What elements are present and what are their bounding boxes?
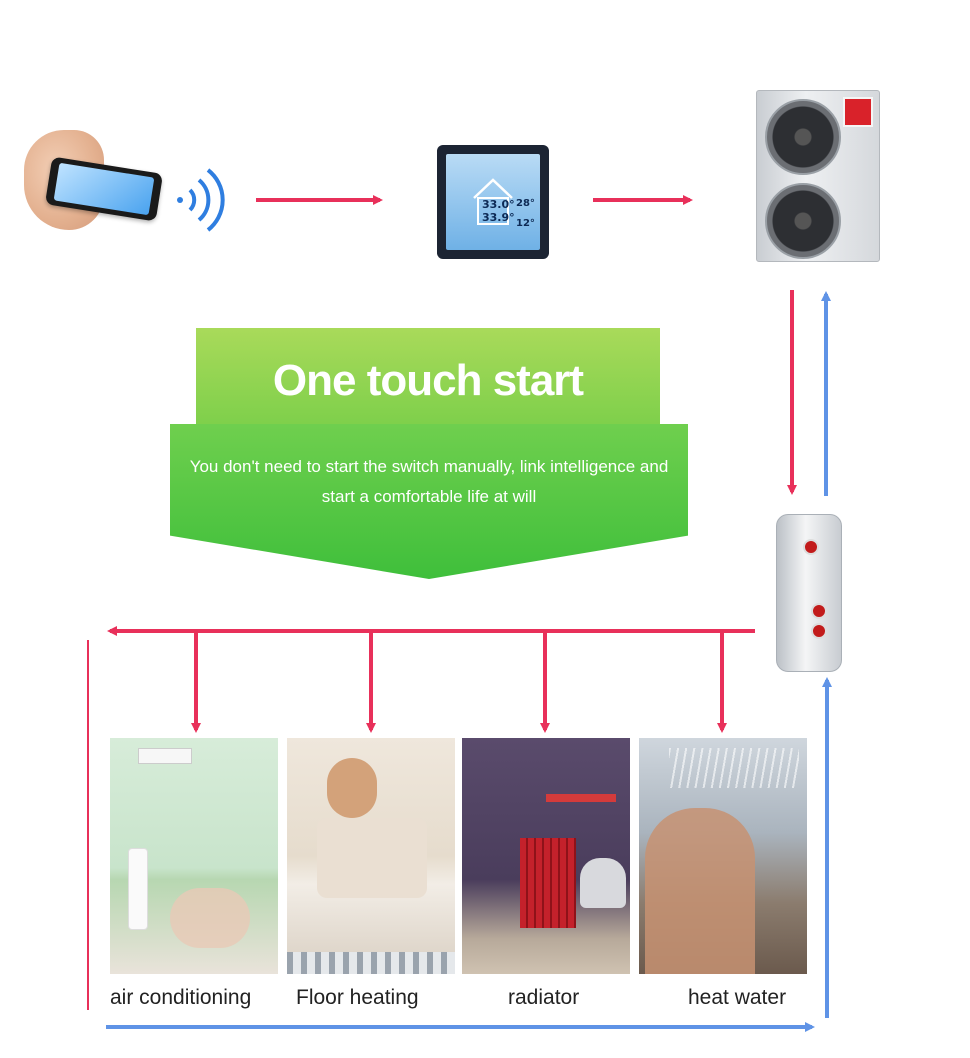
- banner-title: One touch start: [272, 356, 584, 405]
- thermostat-reading-3: 28°: [516, 198, 535, 209]
- thermostat-reading-4: 12°: [516, 218, 535, 229]
- label-heat-water: heat water: [688, 986, 787, 1009]
- water-tank: [776, 514, 842, 672]
- label-floor-heating: Floor heating: [296, 986, 419, 1009]
- house-icon: [473, 178, 513, 225]
- label-air-conditioning: air conditioning: [110, 986, 252, 1009]
- banner-header: [196, 328, 660, 430]
- wifi-icon: [188, 168, 225, 232]
- banner-line-1: You don't need to start the switch manua…: [189, 457, 669, 476]
- banner-line-2: start a comfortable life at will: [321, 487, 537, 506]
- heat-pump-unit: [756, 90, 880, 262]
- thermostat-reading-1: 33.0°: [482, 198, 515, 211]
- tank-valve-icon: [811, 623, 827, 639]
- label-radiator: radiator: [508, 986, 580, 1009]
- radiator-photo: [462, 738, 630, 974]
- fan-icon: [765, 99, 841, 175]
- floor-heating-photo: [287, 738, 455, 974]
- air-conditioning-photo: [110, 738, 278, 974]
- thermostat-reading-2: 33.9°: [482, 211, 515, 224]
- brand-logo: [843, 97, 873, 127]
- phone-screen: [53, 162, 155, 216]
- thermostat-screen: 33.0° 33.9° 28° 12°: [446, 154, 540, 250]
- banner-description: You don't need to start the switch manua…: [170, 452, 688, 512]
- heat-water-photo: [639, 738, 807, 974]
- tank-valve-icon: [811, 603, 827, 619]
- thermostat-controller: 33.0° 33.9° 28° 12°: [437, 145, 549, 259]
- fan-icon: [765, 183, 841, 259]
- tank-gauge-icon: [803, 539, 819, 555]
